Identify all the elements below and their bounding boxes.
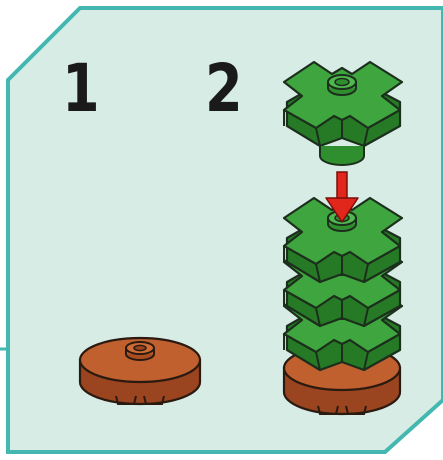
- base-plate-part: [80, 338, 200, 404]
- stacked-assembly: [284, 198, 402, 414]
- leaf-piece-loose: [284, 62, 402, 165]
